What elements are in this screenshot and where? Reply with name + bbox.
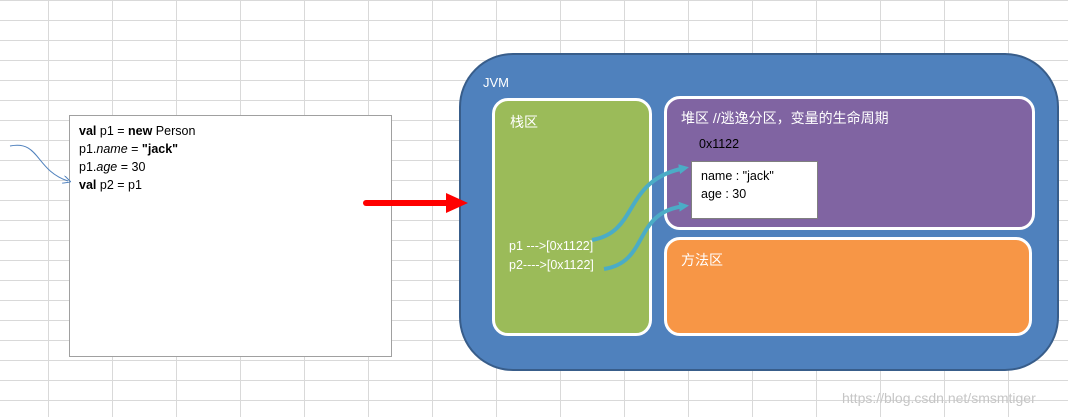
- field-name: age: [96, 160, 118, 174]
- method-area-title: 方法区: [681, 252, 723, 268]
- code-text: = 30: [117, 160, 146, 174]
- watermark: https://blog.csdn.net/smsmtiger: [842, 390, 1036, 406]
- code-line-4: val p2 = p1: [79, 176, 382, 194]
- code-text: Person: [152, 124, 196, 138]
- string-literal: "jack": [141, 142, 179, 156]
- code-snippet-box: val p1 = new Person p1.name = "jack" p1.…: [69, 115, 392, 357]
- object-address: 0x1122: [699, 137, 740, 151]
- reference-arrow-p2: [603, 201, 689, 271]
- code-text: =: [127, 142, 142, 156]
- stack-ref-p2: p2---->[0x1122]: [509, 258, 594, 272]
- code-line-2: p1.name = "jack": [79, 140, 382, 158]
- method-area: [664, 237, 1032, 336]
- object-field-age: age : 30: [701, 187, 747, 201]
- heap-area-title: 堆区 //逃逸分区，变量的生命周期: [681, 110, 889, 126]
- object-field-name: name : "jack": [701, 169, 774, 183]
- code-line-3: p1.age = 30: [79, 158, 382, 176]
- keyword-new: new: [128, 124, 153, 138]
- jvm-label: JVM: [483, 75, 509, 90]
- stack-area-title: 栈区: [510, 114, 538, 130]
- code-text: p1 =: [96, 124, 129, 138]
- keyword-val: val: [79, 124, 97, 138]
- main-red-arrow: [363, 193, 468, 213]
- stack-ref-p1: p1 --->[0x1122]: [509, 239, 594, 253]
- field-name: name: [96, 142, 128, 156]
- reference-arrow-p1: [591, 164, 689, 242]
- code-text: p1.: [79, 160, 97, 174]
- pointer-arrow: [9, 144, 68, 181]
- keyword-val: val: [79, 178, 97, 192]
- code-text: p2 = p1: [96, 178, 142, 192]
- person-object-box: name : "jack" age : 30: [691, 161, 818, 219]
- code-line-1: val p1 = new Person: [79, 122, 382, 140]
- code-text: p1.: [79, 142, 97, 156]
